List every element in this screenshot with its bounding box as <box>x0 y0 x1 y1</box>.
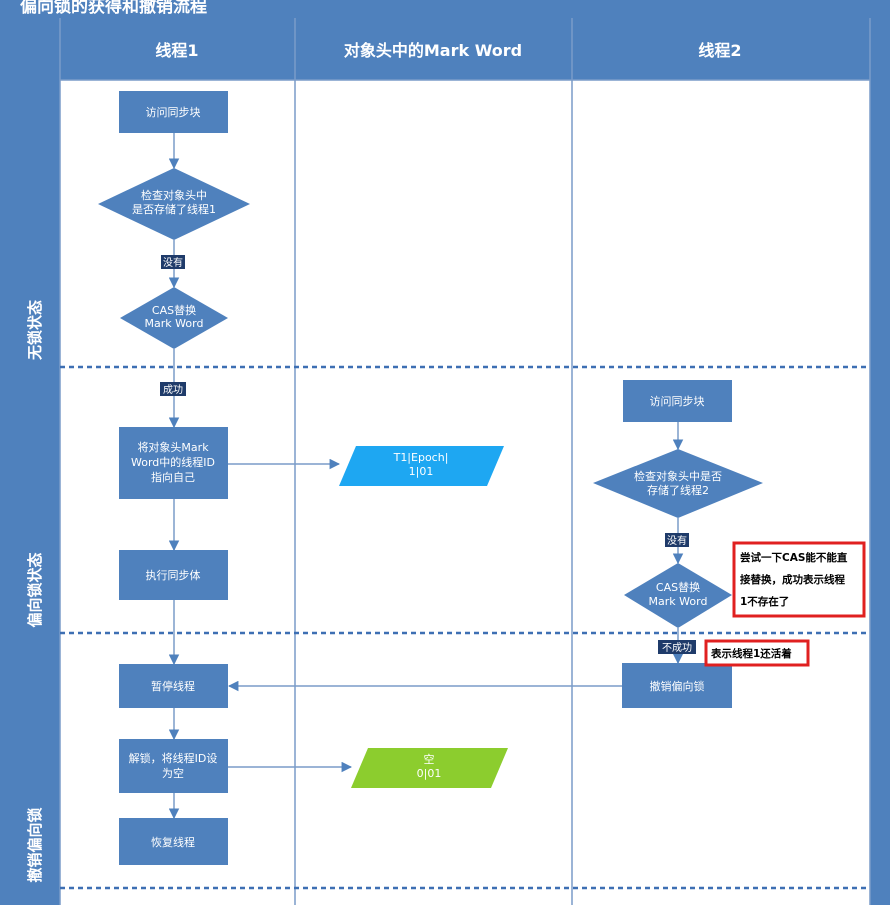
mark-word-empty-line2: 0|01 <box>417 767 442 780</box>
title-bar <box>0 0 890 18</box>
t2-revoke-biased-lock <box>622 663 732 708</box>
edge-label-no: 没有 <box>667 534 687 547</box>
edge-label-success: 成功 <box>163 384 183 396</box>
annotation-cas-line3: 1不存在了 <box>740 595 789 608</box>
lane-sidebar <box>0 18 60 905</box>
mark-word-empty <box>351 748 508 788</box>
t1-cas-label-line2: Mark Word <box>145 317 204 330</box>
lane-label-biased: 偏向锁状态 <box>26 552 44 627</box>
t1-visit-sync-block <box>119 91 228 133</box>
column-header-bar <box>60 18 870 80</box>
annotation-alive-text: 表示线程1还活着 <box>710 647 792 660</box>
mark-word-biased-line2: 1|01 <box>409 465 434 478</box>
t1-unlock <box>119 739 228 793</box>
t1-set-label-line2: Word中的线程ID <box>131 455 215 469</box>
annotation-cas-note <box>732 541 866 618</box>
t1-set-thread-id <box>119 427 228 499</box>
annotation-cas-line1: 尝试一下CAS能不能直 <box>740 551 848 564</box>
edge-label-bg <box>161 255 185 269</box>
t1-unlock-label-line2: 为空 <box>162 766 184 780</box>
annotation-alive-note <box>704 639 810 667</box>
lane-label-unlocked: 无锁状态 <box>26 300 44 361</box>
edge-label-fail: 不成功 <box>662 642 692 654</box>
t1-pause-label: 暂停线程 <box>151 679 195 693</box>
t1-unlock-label-line1: 解锁，将线程ID设 <box>129 751 218 765</box>
lane-label-revoke: 撤销偏向锁 <box>26 807 44 882</box>
t1-visit-label: 访问同步块 <box>146 106 201 119</box>
column-header-thread1: 线程1 <box>155 41 198 60</box>
annotation-cas-line2: 接替换，成功表示线程 <box>740 573 845 586</box>
t1-exec-label: 执行同步体 <box>146 568 201 582</box>
t2-cas-decision <box>624 563 732 628</box>
t1-cas-decision <box>120 287 228 349</box>
t1-resume-label: 恢复线程 <box>151 835 195 849</box>
t1-pause-thread <box>119 664 228 708</box>
edge-label-bg <box>658 640 696 654</box>
column-header-thread2: 线程2 <box>698 41 741 60</box>
t2-visit-sync-block <box>623 380 732 422</box>
edge-label-no: 没有 <box>163 256 183 269</box>
t1-resume-thread <box>119 818 228 865</box>
t1-set-label-line1: 将对象头Mark <box>137 440 209 454</box>
t2-check-label-line1: 检查对象头中是否 <box>634 469 722 483</box>
t1-check-decision <box>98 168 250 240</box>
mark-word-empty-line1: 空 <box>424 752 435 766</box>
t2-cas-label-line1: CAS替换 <box>656 580 700 594</box>
t1-check-label-line2: 是否存储了线程1 <box>132 202 216 216</box>
t1-set-label-line3: 指向自己 <box>151 470 195 484</box>
t1-execute-sync-body <box>119 550 228 600</box>
t2-revoke-label: 撤销偏向锁 <box>650 679 705 693</box>
mark-word-biased-line1: T1|Epoch| <box>393 451 449 464</box>
right-frame <box>870 18 890 905</box>
column-header-mark-word: 对象头中的Mark Word <box>344 41 522 60</box>
t2-check-label-line2: 存储了线程2 <box>647 483 709 497</box>
edge-label-bg <box>665 533 689 547</box>
edge-label-bg <box>160 382 186 396</box>
diagram-title: 偏向锁的获得和撤销流程 <box>20 0 207 17</box>
t1-check-label-line1: 检查对象头中 <box>141 188 207 202</box>
t1-cas-label-line1: CAS替换 <box>152 303 196 317</box>
t2-check-decision <box>593 449 763 518</box>
t2-visit-label: 访问同步块 <box>650 395 705 408</box>
t2-cas-label-line2: Mark Word <box>649 595 708 608</box>
mark-word-biased <box>339 446 504 486</box>
